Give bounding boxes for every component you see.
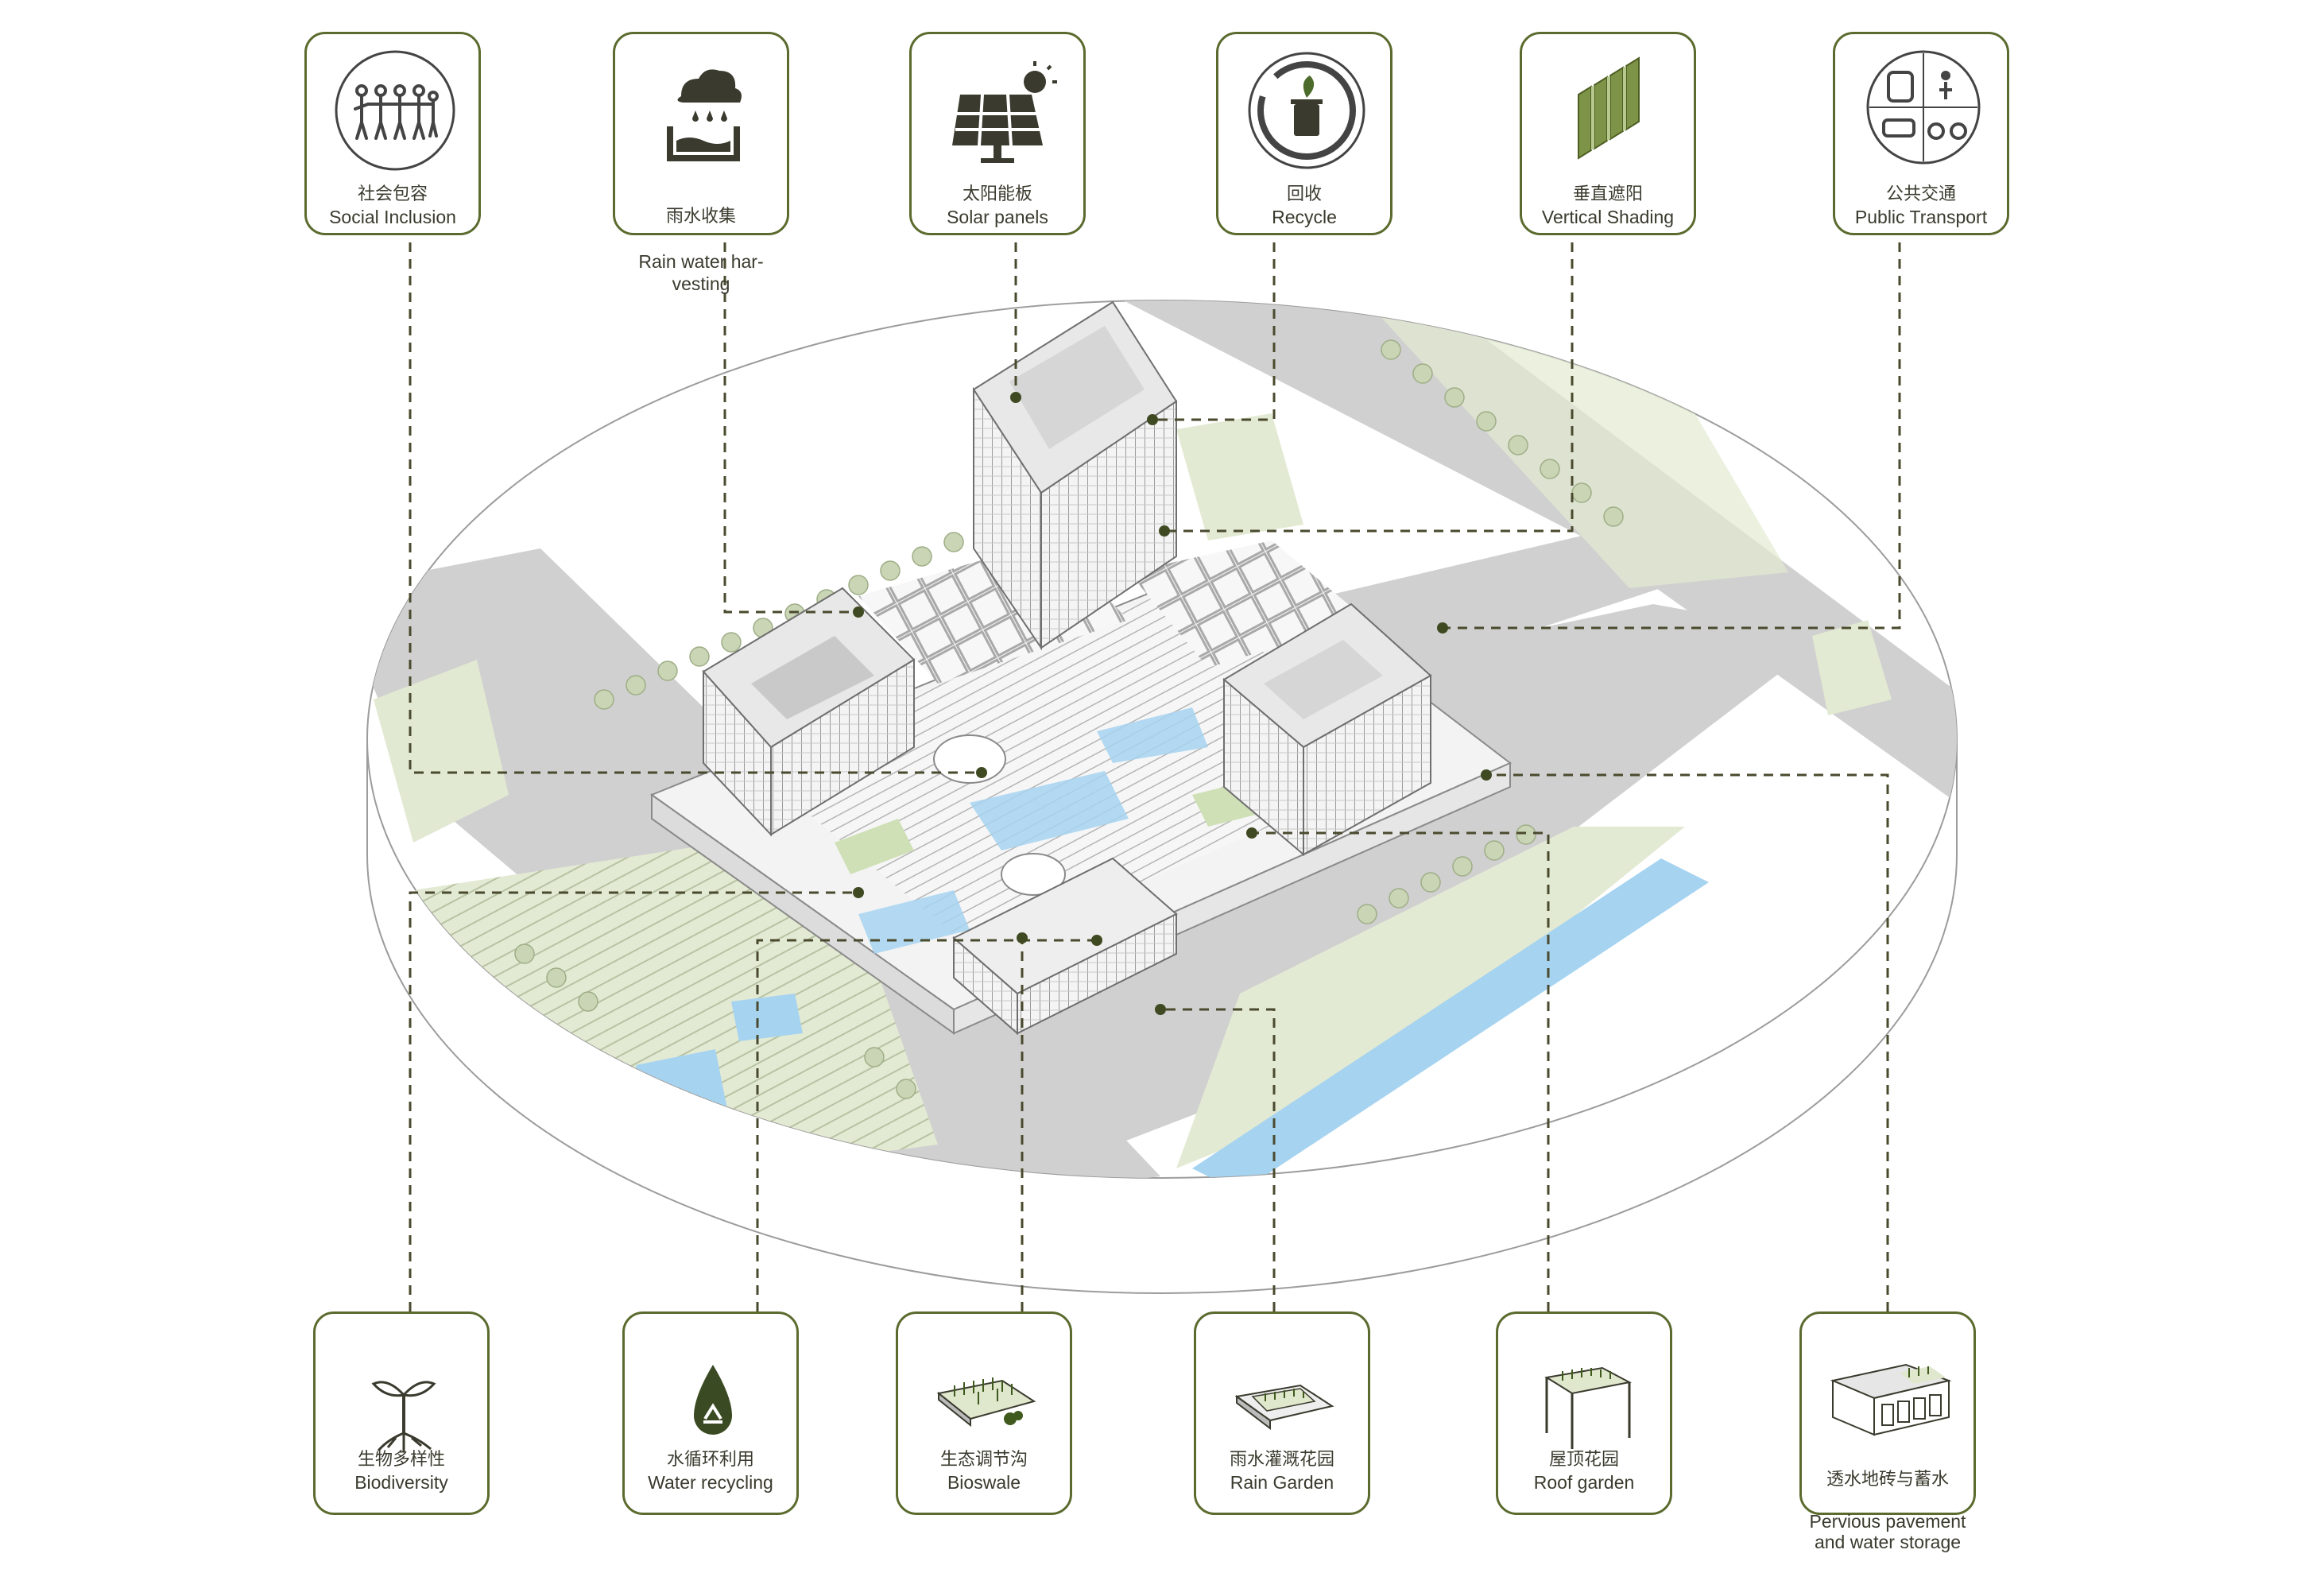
card-bioswale: 生态调节沟 Bioswale <box>896 1311 1072 1515</box>
label-en: Rain Garden <box>1230 1472 1334 1493</box>
card-water-recycling: 水循环利用 Water recycling <box>622 1311 799 1515</box>
label-zh: 回收 <box>1286 184 1322 204</box>
card-social-inclusion: 社会包容 Social Inclusion <box>304 32 481 235</box>
leader-lines <box>409 242 1901 1311</box>
low-block <box>952 857 1178 1036</box>
people-icon <box>335 50 455 171</box>
card-label: 回收 Recycle <box>1222 184 1387 228</box>
vertical-shading-icon <box>1578 56 1640 160</box>
solar-panel-icon <box>952 61 1057 163</box>
label-zh: 太阳能板 <box>962 184 1032 204</box>
card-label: 雨水灌溉花园 Rain Garden <box>1199 1449 1365 1494</box>
label-zh: 生态调节沟 <box>939 1450 1028 1470</box>
label-zh: 水循环利用 <box>666 1450 754 1470</box>
label-en: Biodiversity <box>354 1472 448 1493</box>
sprout-icon <box>371 1381 436 1452</box>
roof-garden-icon <box>1544 1366 1632 1449</box>
label-en: Public Transport <box>1854 207 1988 227</box>
card-label: 垂直遮阳 Vertical Shading <box>1525 184 1691 228</box>
card-label: 生物多样性 Biodiversity <box>319 1449 484 1494</box>
transit-icon <box>1866 50 1981 165</box>
label-zh: 社会包容 <box>357 184 428 204</box>
tower-left <box>702 587 916 837</box>
card-label: 公共交通 Public Transport <box>1838 184 2004 228</box>
label-en: Rain water har- vesting <box>638 251 764 294</box>
card-label: 社会包容 Social Inclusion <box>310 184 475 228</box>
card-public-transport: 公共交通 Public Transport <box>1833 32 2009 235</box>
pervious-pavement-icon <box>1830 1363 1952 1436</box>
label-zh: 雨水灌溉花园 <box>1229 1450 1334 1470</box>
card-recycle: 回收 Recycle <box>1216 32 1392 235</box>
bioswale-icon <box>936 1377 1036 1428</box>
label-zh: 透水地砖与蓄水 <box>1826 1470 1949 1490</box>
label-zh: 雨水收集 <box>665 207 736 227</box>
label-zh: 屋顶花园 <box>1548 1450 1619 1470</box>
rain-cloud-icon <box>667 69 742 161</box>
card-label: 屋顶花园 Roof garden <box>1501 1449 1667 1494</box>
card-label: 生态调节沟 Bioswale <box>901 1449 1067 1494</box>
card-pervious-pavement: 透水地砖与蓄水 Pervious pavement and water stor… <box>1799 1311 1976 1552</box>
card-rain-garden: 雨水灌溉花园 Rain Garden <box>1194 1311 1370 1515</box>
card-label: 雨水收集 Rain water har- vesting <box>618 184 784 317</box>
tower-main <box>972 300 1178 651</box>
label-en: Solar panels <box>947 207 1048 227</box>
label-en: Vertical Shading <box>1541 207 1675 227</box>
recycle-bin-icon <box>1248 52 1365 169</box>
label-en: Bioswale <box>947 1472 1021 1493</box>
label-en: Social Inclusion <box>329 207 456 227</box>
water-drop-recycle-icon <box>694 1365 732 1435</box>
label-zh: 生物多样性 <box>357 1450 445 1470</box>
label-en: Pervious pavement and water storage <box>1809 1511 1966 1552</box>
label-en: Roof garden <box>1533 1472 1635 1493</box>
card-roof-garden: 屋顶花园 Roof garden <box>1496 1311 1672 1515</box>
rain-garden-icon <box>1234 1384 1334 1431</box>
label-zh: 公共交通 <box>1885 184 1956 204</box>
label-en: Recycle <box>1272 207 1337 227</box>
tower-right <box>1222 602 1432 857</box>
card-label: 水循环利用 Water recycling <box>628 1449 793 1494</box>
label-zh: 垂直遮阳 <box>1572 184 1643 204</box>
leader-dots <box>853 392 1492 1015</box>
card-label: 太阳能板 Solar panels <box>915 184 1080 228</box>
label-en: Water recycling <box>648 1472 773 1493</box>
card-solar-panels: 太阳能板 Solar panels <box>909 32 1086 235</box>
card-biodiversity: 生物多样性 Biodiversity <box>313 1311 490 1515</box>
card-label: 透水地砖与蓄水 Pervious pavement and water stor… <box>1805 1449 1970 1573</box>
card-vertical-shading: 垂直遮阳 Vertical Shading <box>1520 32 1696 235</box>
card-rain-water-harvesting: 雨水收集 Rain water har- vesting <box>613 32 789 294</box>
